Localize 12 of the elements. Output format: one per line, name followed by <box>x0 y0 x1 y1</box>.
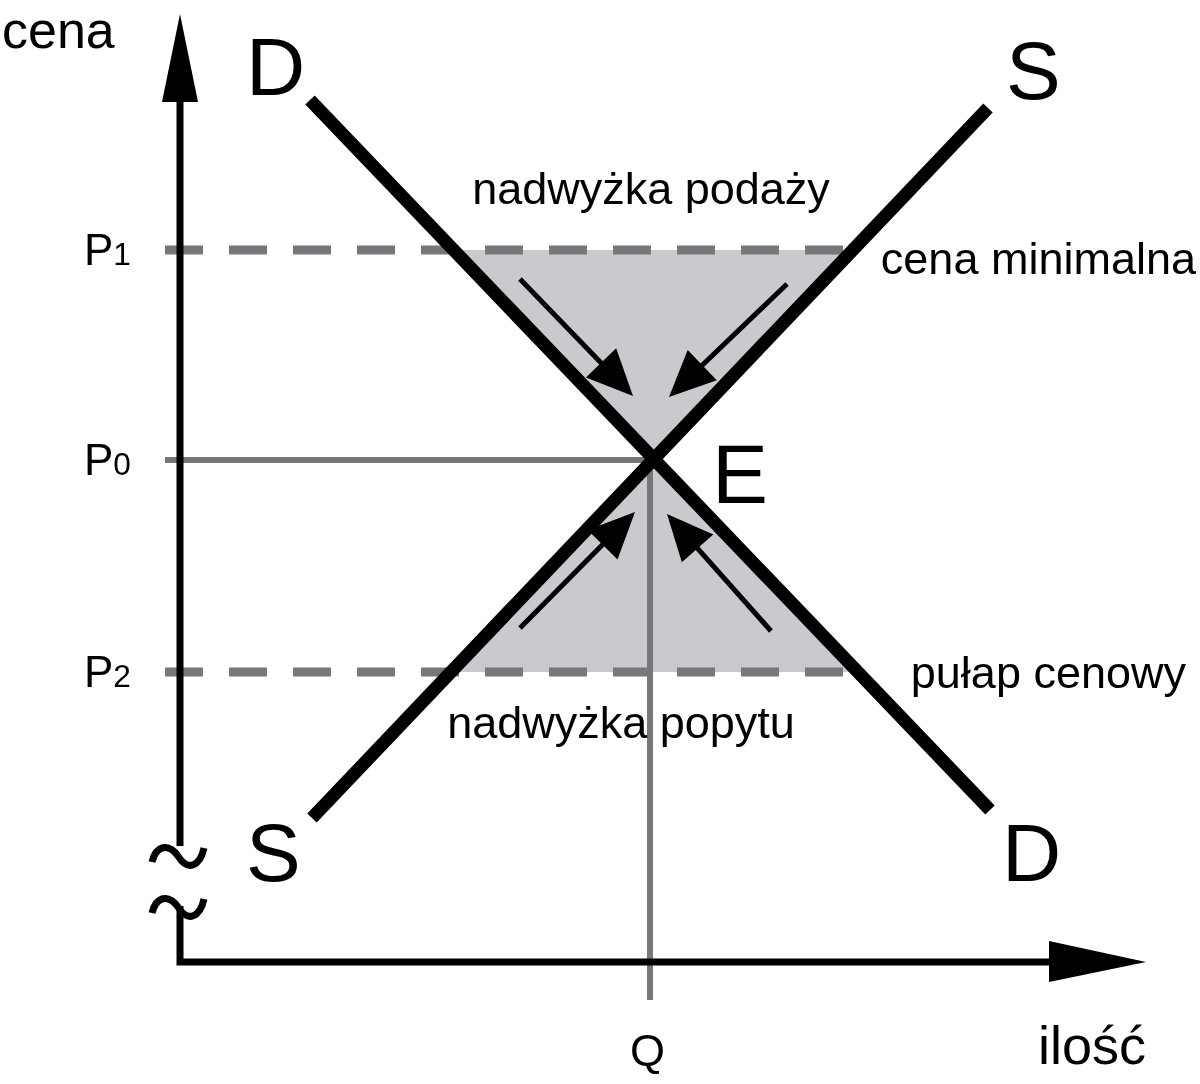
equilibrium-point-label: E <box>712 432 769 516</box>
demand-curve-label: D <box>1002 812 1062 894</box>
price-ceiling-label: pułap cenowy <box>910 650 1186 695</box>
supply-curve-label: S <box>1006 30 1061 112</box>
supply-curve-label: S <box>246 812 301 894</box>
surplus-region-label: nadwyżka podaży <box>472 166 830 211</box>
shortage-region-label: nadwyżka popytu <box>447 700 795 745</box>
demand-curve-label: D <box>246 26 306 108</box>
price-axis-label: cena <box>2 4 115 56</box>
price-floor-label: cena minimalna <box>880 236 1196 281</box>
quantity-axis-label: ilość <box>1037 1018 1146 1072</box>
quantity-value-label: Q <box>630 1028 665 1073</box>
